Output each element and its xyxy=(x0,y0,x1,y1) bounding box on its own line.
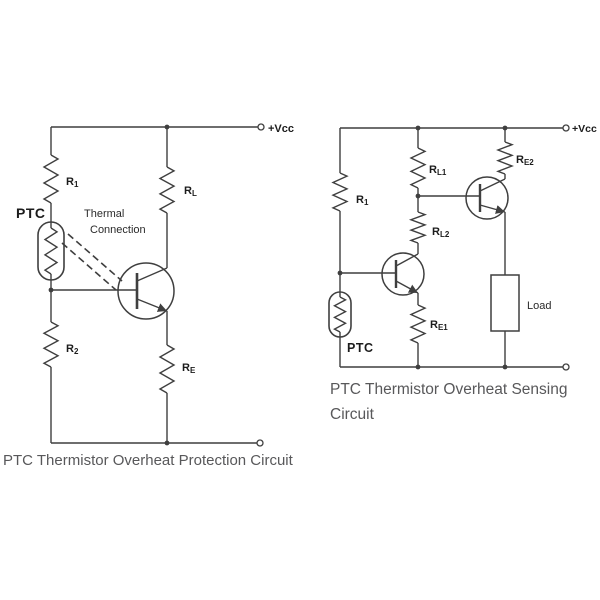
thermal-note-line2: Connection xyxy=(90,224,146,236)
ground-terminal xyxy=(256,439,264,447)
left-circuit-schematic xyxy=(37,123,265,447)
resistor-label-rl2: RL2 xyxy=(432,226,450,239)
ptc-thermistor-symbol-right xyxy=(328,291,352,338)
resistor-label-re1: RE1 xyxy=(430,319,448,332)
ptc-label-right: PTC xyxy=(347,341,374,355)
load-label: Load xyxy=(527,300,551,312)
resistor-label-re2: RE2 xyxy=(516,154,534,167)
npn-transistor xyxy=(117,262,175,320)
vcc-label: +Vcc xyxy=(268,123,294,135)
resistor-r2 xyxy=(42,321,60,368)
resistor-rl2 xyxy=(408,211,428,244)
ptc-label: PTC xyxy=(16,205,46,221)
right-circuit-caption-line2: Circuit xyxy=(330,406,374,423)
resistor-label-r2: R2 xyxy=(66,343,79,356)
left-wires xyxy=(50,126,261,444)
resistor-re xyxy=(158,344,176,394)
resistor-rl1 xyxy=(409,147,427,189)
left-circuit-labels: +Vcc R1 RL R2 RE PTC Thermal Connection xyxy=(16,123,294,375)
resistor-label-r1: R1 xyxy=(66,176,79,189)
right-wires xyxy=(339,127,566,368)
resistor-label-re: RE xyxy=(182,362,196,375)
resistor-re1 xyxy=(409,304,427,344)
thermal-connection-dashes xyxy=(61,233,123,291)
left-circuit-caption: PTC Thermistor Overheat Protection Circu… xyxy=(3,452,293,469)
ptc-thermistor-symbol xyxy=(37,221,65,281)
npn-transistor-q1 xyxy=(381,252,425,296)
thermal-note-line1: Thermal xyxy=(84,208,124,220)
resistor-label-rl1: RL1 xyxy=(429,164,447,177)
load-box xyxy=(490,274,520,332)
resistor-r1 xyxy=(42,154,60,204)
right-circuit-labels: +Vcc R1 RL1 RL2 RE1 RE2 Load PTC xyxy=(347,123,597,355)
resistor-re2 xyxy=(496,141,514,175)
resistor-label-rl: RL xyxy=(184,185,197,198)
resistor-r1-right xyxy=(331,172,349,212)
vcc-terminal xyxy=(257,123,265,131)
vcc-terminal-right xyxy=(562,124,570,132)
junction-dots xyxy=(48,124,170,446)
right-circuit-schematic xyxy=(328,124,570,371)
right-circuit-caption-line1: PTC Thermistor Overheat Sensing xyxy=(330,381,568,398)
vcc-label-right: +Vcc xyxy=(572,123,597,135)
right-circuit-caption: PTC Thermistor Overheat Sensing Circuit xyxy=(330,377,580,427)
ground-terminal-right xyxy=(562,363,570,371)
resistor-rl xyxy=(158,166,176,214)
npn-transistor-q2 xyxy=(465,176,509,220)
resistor-label-r1-right: R1 xyxy=(356,194,369,207)
junction-dots-right xyxy=(337,125,508,370)
